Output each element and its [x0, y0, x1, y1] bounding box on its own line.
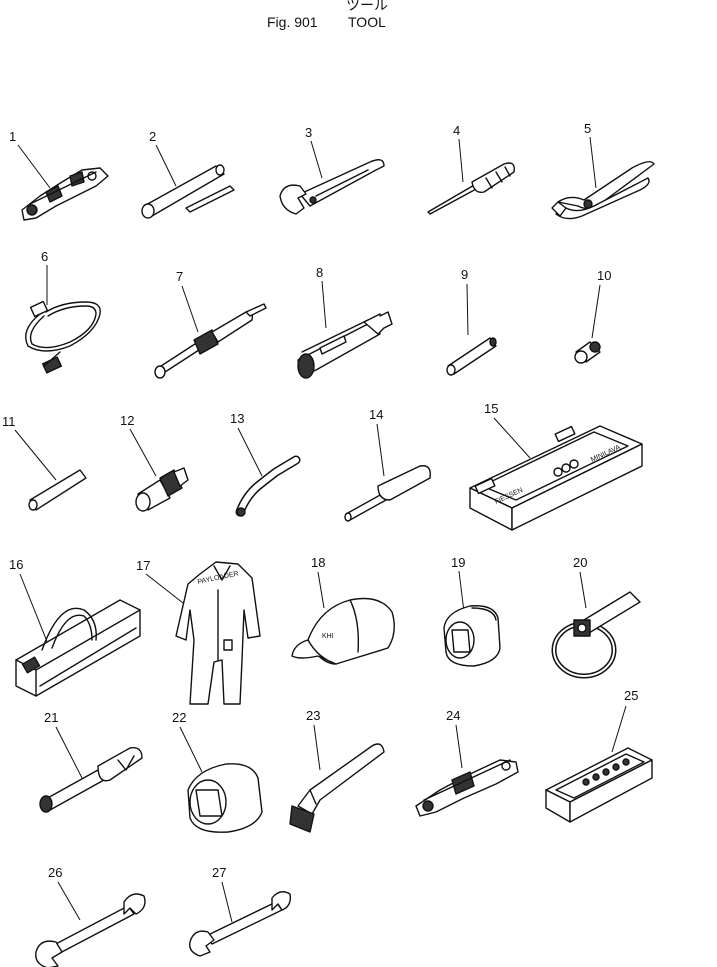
fitting-12 — [135, 467, 189, 512]
tool-set-roll-1 — [21, 167, 109, 221]
part-number-22: 22 — [172, 710, 186, 725]
part-number-26: 26 — [48, 865, 62, 880]
bent-pipe-13 — [235, 455, 301, 517]
rod-11 — [28, 469, 87, 511]
part-number-20: 20 — [573, 555, 587, 570]
part-number-16: 16 — [9, 557, 23, 572]
part-number-25: 25 — [624, 688, 638, 703]
part-number-23: 23 — [306, 708, 320, 723]
part-number-11: 11 — [2, 414, 16, 429]
part-number-10: 10 — [597, 268, 611, 283]
part-number-18: 18 — [311, 555, 325, 570]
part-number-24: 24 — [446, 708, 460, 723]
socket-22 — [187, 763, 263, 833]
tool-bag-16 — [15, 599, 141, 697]
part-number-14: 14 — [369, 407, 383, 422]
part-number-13: 13 — [230, 411, 244, 426]
coveralls-17: PAYLOADER — [175, 561, 261, 705]
l-wrench-23 — [289, 743, 385, 833]
part-number-21: 21 — [44, 710, 58, 725]
cap-text: KHI — [322, 633, 334, 640]
figure-title: TOOL — [348, 14, 386, 30]
part-number-4: 4 — [453, 123, 460, 138]
socket-set-case-25 — [545, 747, 653, 823]
part-number-8: 8 — [316, 265, 323, 280]
screwdriver-4 — [427, 162, 515, 215]
part-number-5: 5 — [584, 121, 591, 136]
hose-6 — [25, 300, 101, 374]
part-number-19: 19 — [451, 555, 465, 570]
part-number-9: 9 — [461, 267, 468, 282]
part-number-12: 12 — [120, 413, 134, 428]
spanner-26 — [35, 893, 146, 967]
cap-18: KHI — [291, 597, 395, 665]
part-number-3: 3 — [305, 125, 312, 140]
socket-wrench-2 — [141, 164, 235, 219]
tool-set-roll-24 — [415, 759, 519, 817]
grease-nozzle-handle-7 — [154, 303, 267, 379]
pliers-5 — [551, 161, 655, 220]
part-number-2: 2 — [149, 129, 156, 144]
adjustable-wrench-3 — [279, 159, 385, 215]
punch-14 — [344, 465, 431, 522]
plug-10 — [574, 341, 601, 364]
filter-wrench-20 — [551, 591, 641, 679]
socket-19 — [443, 605, 501, 667]
header-subtitle-jp: ツール — [346, 0, 388, 13]
grease-gun-8 — [297, 311, 393, 379]
tool-box-15: FIESSEN MINILAVA — [469, 425, 643, 531]
pin-bar-9 — [446, 337, 497, 376]
spanner-27 — [189, 891, 292, 957]
part-number-7: 7 — [176, 269, 183, 284]
part-number-6: 6 — [41, 249, 48, 264]
part-number-1: 1 — [9, 129, 16, 144]
figure-label: Fig. 901 — [267, 14, 318, 30]
extension-socket-21 — [39, 747, 143, 813]
part-number-17: 17 — [136, 558, 150, 573]
part-number-27: 27 — [212, 865, 226, 880]
part-number-15: 15 — [484, 401, 498, 416]
